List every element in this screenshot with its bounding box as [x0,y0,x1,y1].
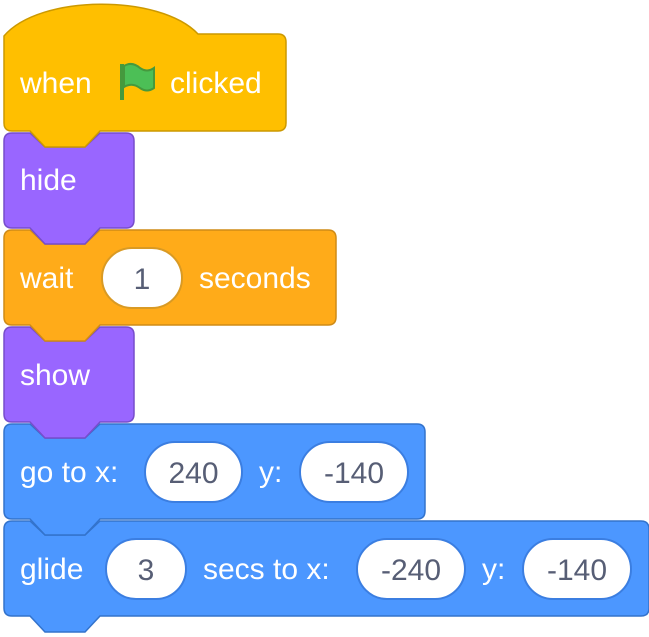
goto-y-input[interactable]: -140 [299,441,409,503]
hide-label: hide [20,164,77,197]
goto-x-input[interactable]: 240 [144,441,243,503]
glide-x-input[interactable]: -240 [356,538,466,600]
show-block-shape[interactable] [3,326,135,439]
goto-y-label: y: [259,456,283,489]
clicked-label: clicked [170,67,262,100]
goto-x-label: go to x: [20,456,119,489]
show-label: show [20,359,91,392]
glide-secs-input[interactable]: 3 [105,538,187,600]
green-flag-icon [120,62,155,100]
secs-to-x-label: secs to x: [203,553,330,586]
glide-label: glide [20,553,84,586]
glide-y-input[interactable]: -140 [522,538,632,600]
glide-y-label: y: [482,553,506,586]
hide-block-shape[interactable] [3,132,135,245]
wait-seconds-input[interactable]: 1 [101,247,183,309]
wait-label: wait [20,262,74,295]
seconds-label: seconds [199,262,311,295]
when-label: when [20,67,92,100]
